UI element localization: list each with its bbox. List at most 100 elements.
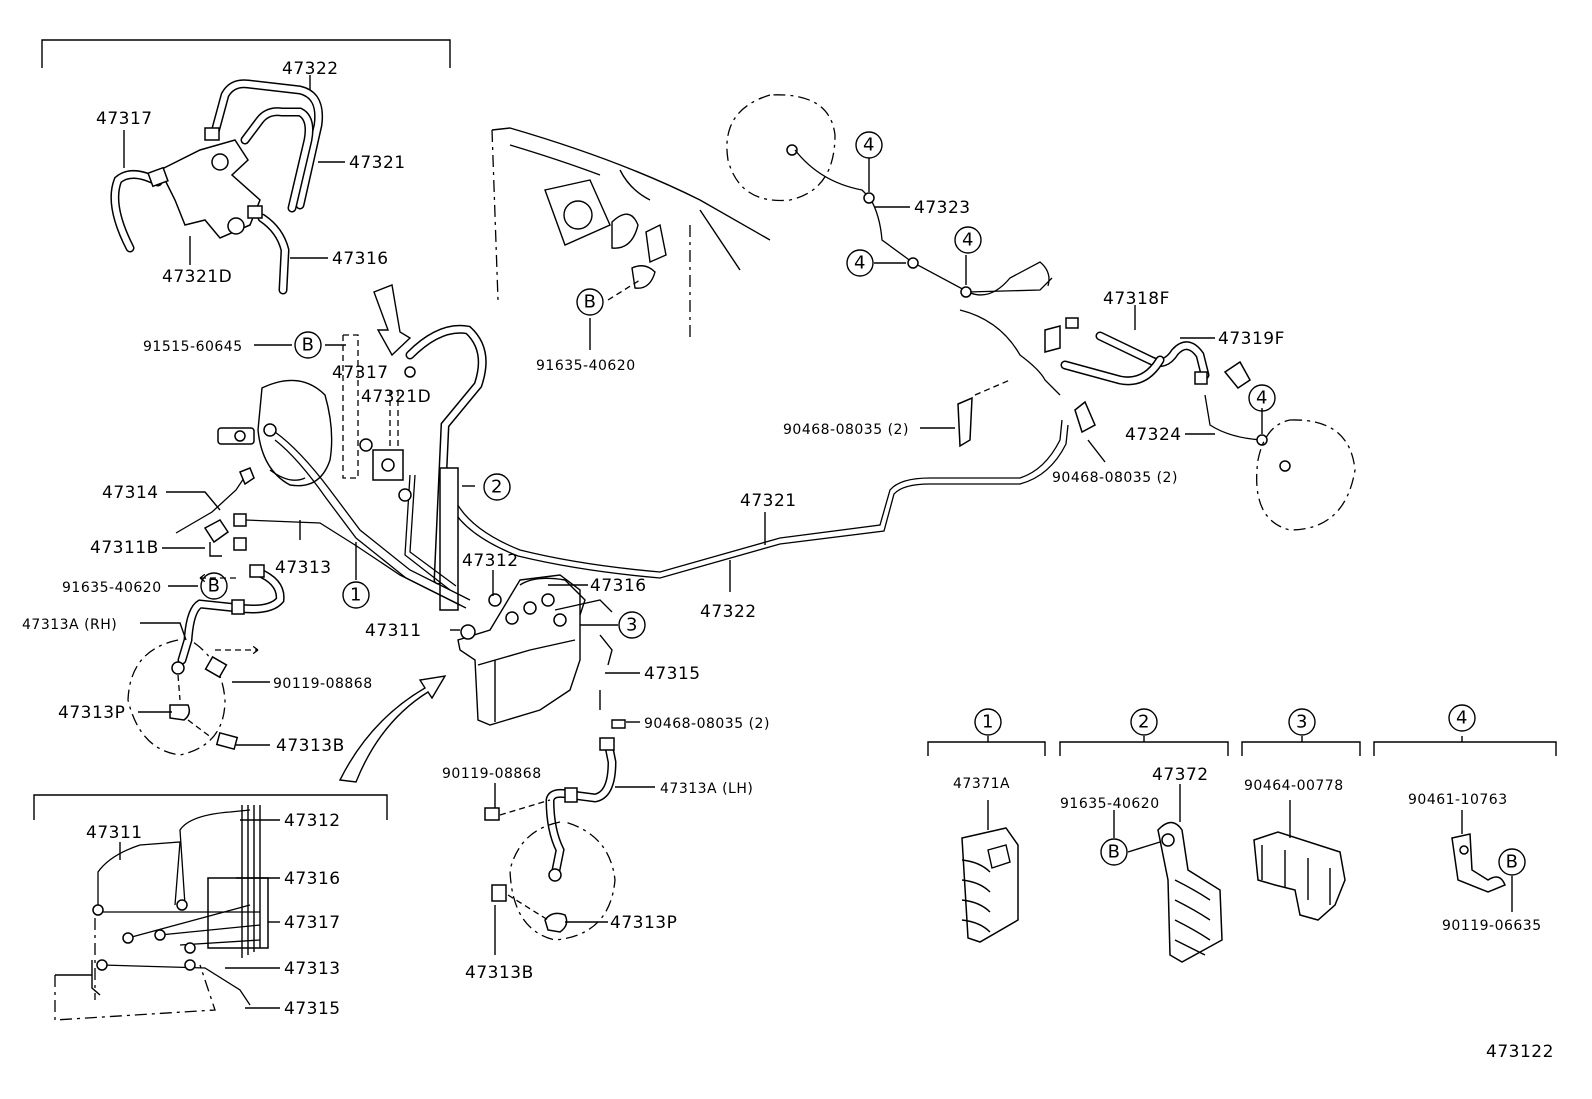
bottom-label-47316: 47316 — [284, 869, 341, 889]
label-47324: 47324 — [1125, 425, 1182, 445]
main-brake-lines — [405, 324, 1069, 611]
clamp-1-icon — [961, 800, 1019, 943]
callout-4: 4 — [1248, 384, 1276, 412]
label-91515: 91515-60645 — [143, 339, 243, 355]
clamp-legend: 1 2 3 4 B B — [927, 704, 1557, 963]
svg-text:4: 4 — [962, 230, 974, 251]
svg-text:B: B — [208, 576, 221, 597]
svg-text:1: 1 — [350, 585, 362, 606]
bottom-inset-bracket — [33, 794, 388, 820]
legend-label-47371A: 47371A — [953, 776, 1010, 792]
label-47313B-a: 47313B — [276, 736, 345, 756]
svg-text:4: 4 — [1256, 388, 1268, 409]
rear-drum-right — [1256, 419, 1356, 531]
label-47313: 47313 — [275, 558, 332, 578]
callout-b: B — [200, 572, 228, 600]
top-inset-bracket — [41, 39, 451, 68]
callout-marks: 4 4 4 4 1 2 3 B B B — [200, 131, 1276, 639]
abs-actuator — [457, 574, 613, 726]
label-47311: 47311 — [365, 621, 422, 641]
legend-ref-b: B — [1498, 848, 1526, 876]
legend-mark-3: 3 — [1288, 708, 1316, 736]
top-inset-tubes — [110, 79, 324, 295]
arrow-icon-lower — [338, 675, 447, 783]
bottom-label-47317: 47317 — [284, 913, 341, 933]
master-cylinder-area — [175, 284, 471, 783]
rear-brake-assembly — [726, 94, 1356, 531]
bottom-inset: 47311 47312 47316 47317 47313 47315 — [33, 794, 388, 1021]
label-47319F: 47319F — [1218, 329, 1285, 349]
svg-text:2: 2 — [491, 477, 503, 498]
label-90119-a: 90119-08868 — [273, 676, 373, 692]
legend-ref-b: B — [1100, 838, 1128, 866]
top-label-47321D: 47321D — [162, 267, 232, 287]
label-47323: 47323 — [914, 198, 971, 218]
brake-booster-icon — [257, 379, 333, 487]
top-label-47317: 47317 — [96, 109, 153, 129]
callout-4: 4 — [846, 249, 874, 277]
bottom-label-47311: 47311 — [86, 823, 143, 843]
callout-2: 2 — [483, 473, 511, 501]
svg-text:1: 1 — [982, 712, 994, 733]
vehicle-body-outline — [491, 127, 771, 340]
label-47322: 47322 — [700, 602, 757, 622]
label-47313A-LH: 47313A (LH) — [660, 781, 753, 797]
legend-label-47372: 47372 — [1152, 765, 1209, 785]
svg-text:3: 3 — [626, 615, 638, 636]
callout-1: 1 — [342, 581, 370, 609]
legend-label-90119: 90119-06635 — [1442, 918, 1542, 934]
label-47321: 47321 — [740, 491, 797, 511]
label-47314: 47314 — [102, 483, 159, 503]
rear-drum-left — [726, 94, 836, 202]
label-47313P-b: 47313P — [610, 913, 677, 933]
label-91635-b: 91635-40620 — [62, 580, 162, 596]
svg-text:3: 3 — [1296, 712, 1308, 733]
svg-text:2: 2 — [1138, 712, 1150, 733]
arrow-icon — [373, 284, 412, 357]
label-47313B-b: 47313B — [465, 963, 534, 983]
legend-label-91635: 91635-40620 — [1060, 796, 1160, 812]
label-90468-b: 90468-08035 (2) — [1052, 470, 1178, 486]
top-label-47322: 47322 — [282, 59, 339, 79]
main-labels: 47323 47318F 47319F 47324 90468-08035 (2… — [22, 198, 1285, 983]
callout-b: B — [576, 288, 604, 316]
top-inset: 47322 47317 47321 47321D 47316 — [41, 39, 451, 295]
bleeder-icon — [786, 144, 798, 156]
bottom-label-47313: 47313 — [284, 959, 341, 979]
legend-label-90461: 90461-10763 — [1408, 792, 1508, 808]
callout-3: 3 — [618, 611, 646, 639]
label-90119-b: 90119-08868 — [442, 766, 542, 782]
svg-text:B: B — [1506, 852, 1519, 873]
callout-4: 4 — [954, 226, 982, 254]
legend-mark-1: 1 — [974, 708, 1002, 736]
label-47318F: 47318F — [1103, 289, 1170, 309]
legend-mark-4: 4 — [1448, 704, 1476, 732]
top-label-47316: 47316 — [332, 249, 389, 269]
callout-b: B — [294, 331, 322, 359]
bottom-label-47312: 47312 — [284, 811, 341, 831]
svg-text:B: B — [302, 335, 315, 356]
svg-text:B: B — [584, 292, 597, 313]
front-rh-brake — [127, 564, 285, 756]
label-47315: 47315 — [644, 664, 701, 684]
svg-text:4: 4 — [1456, 708, 1468, 729]
svg-text:B: B — [1108, 842, 1121, 863]
label-47311B: 47311B — [90, 538, 159, 558]
label-47317: 47317 — [332, 363, 389, 383]
legend-label-90464: 90464-00778 — [1244, 778, 1344, 794]
svg-text:4: 4 — [854, 253, 866, 274]
clamp-3-icon — [1253, 800, 1346, 921]
diagram-id: 473122 — [1486, 1042, 1554, 1062]
label-47313A-RH: 47313A (RH) — [22, 617, 117, 633]
legend-mark-2: 2 — [1130, 708, 1158, 736]
clamp-2-icon — [1113, 784, 1223, 963]
callout-4: 4 — [855, 131, 883, 159]
label-47316: 47316 — [590, 576, 647, 596]
bottom-label-47315: 47315 — [284, 999, 341, 1019]
label-90468-c: 90468-08035 (2) — [644, 716, 770, 732]
label-90468-a: 90468-08035 (2) — [783, 422, 909, 438]
label-47312: 47312 — [462, 551, 519, 571]
proportioning-valve-icon — [147, 127, 263, 239]
leader-lines — [138, 279, 766, 955]
